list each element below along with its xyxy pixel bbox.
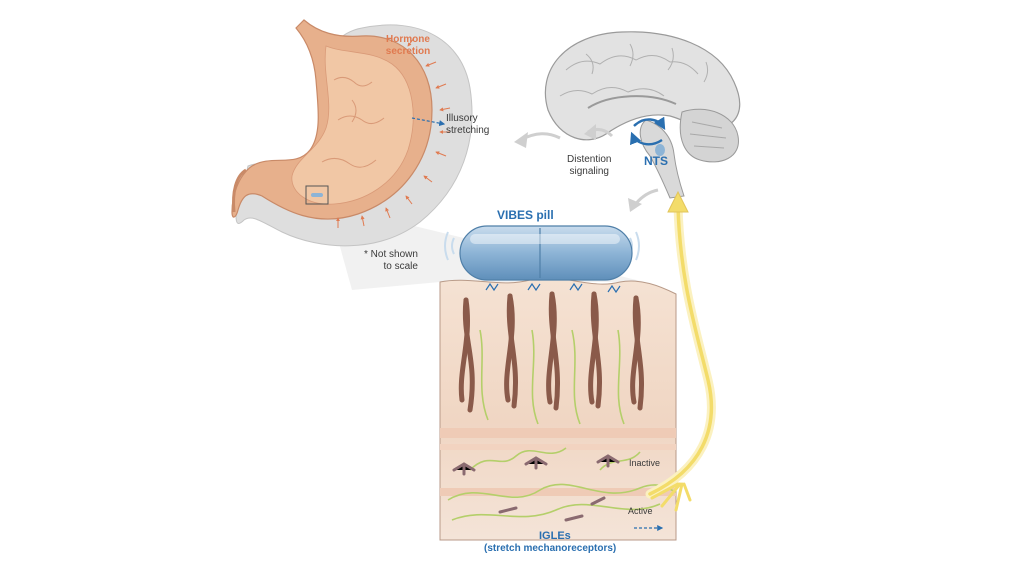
duodenum bbox=[232, 168, 247, 213]
hormone-line-1: Hormone bbox=[386, 34, 430, 45]
nerve-fibers bbox=[447, 329, 677, 521]
label-nts: NTS bbox=[644, 154, 668, 168]
label-vibes-pill: VIBES pill bbox=[497, 208, 554, 222]
scale-line-1: * Not shown bbox=[364, 249, 418, 260]
vibes-pill bbox=[444, 225, 640, 281]
vibration-marks bbox=[485, 282, 621, 294]
hormone-line-2: secretion bbox=[385, 46, 431, 57]
label-illusory-stretching: Illusory stretching bbox=[446, 113, 489, 137]
nts-region bbox=[655, 144, 665, 156]
nts-loop-arrow-2 bbox=[630, 131, 663, 146]
zoom-box bbox=[305, 185, 329, 205]
label-not-to-scale: * Not shown to scale bbox=[364, 249, 418, 273]
vagal-nerve bbox=[645, 190, 716, 512]
stomach-mucosa bbox=[291, 45, 414, 205]
tissue-block bbox=[439, 277, 677, 541]
label-igles: IGLEs bbox=[539, 530, 571, 542]
label-hormone-secretion: Hormone secretion bbox=[376, 34, 440, 58]
igle-markers bbox=[452, 454, 620, 522]
distention-line-2: signaling bbox=[569, 166, 609, 177]
illusory-line-1: Illusory bbox=[446, 113, 478, 124]
scale-line-2: to scale bbox=[383, 261, 418, 272]
label-distention-signaling: Distention signaling bbox=[567, 154, 611, 178]
stomach bbox=[231, 19, 473, 247]
villi bbox=[458, 291, 645, 413]
pill-body bbox=[459, 225, 633, 281]
label-active: Active bbox=[628, 506, 653, 516]
brain bbox=[544, 31, 741, 199]
illusory-stretch-arrow bbox=[411, 117, 446, 127]
hormone-arrows bbox=[336, 37, 451, 228]
illusory-line-2: stretching bbox=[446, 125, 490, 136]
distention-line-1: Distention bbox=[567, 154, 612, 165]
label-igles-subtitle: (stretch mechanoreceptors) bbox=[484, 543, 617, 554]
nerve-arrowhead bbox=[667, 190, 689, 213]
nts-loop-arrow-1 bbox=[633, 116, 666, 131]
brain-corpus bbox=[587, 95, 677, 109]
label-inactive: Inactive bbox=[629, 458, 661, 468]
